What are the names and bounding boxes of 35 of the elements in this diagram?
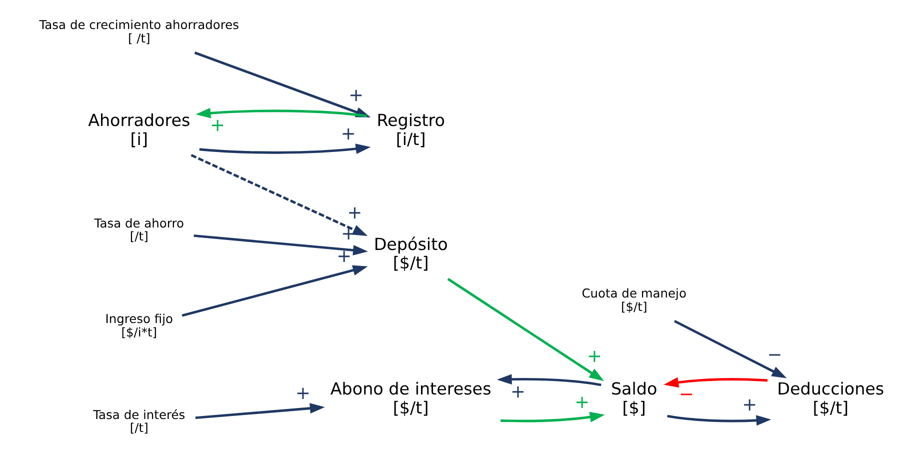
arrow: [194, 234, 368, 256]
node-text: Saldo [$]: [610, 378, 658, 418]
arrow: [674, 320, 787, 378]
edge-label: +: [574, 392, 590, 414]
edge-label: +: [210, 115, 226, 136]
arrow: [496, 374, 602, 386]
edge-label: +: [587, 346, 602, 368]
edge-label: +: [336, 246, 352, 268]
edge-label: −: [767, 344, 782, 366]
node-text: Tasa de crecimiento ahorradores [ /t]: [39, 18, 240, 46]
node-text: Cuota de manejo [$/t]: [582, 286, 686, 314]
node-text: Ahorradores [i]: [88, 110, 190, 150]
edge-label: +: [510, 382, 526, 403]
edge-label: −: [678, 384, 694, 405]
arrow: [447, 278, 604, 382]
node-text: Tasa de interés [/t]: [93, 408, 186, 436]
node-text: Tasa de ahorro [/t]: [94, 216, 184, 244]
arrow: [195, 403, 325, 420]
arrow: [182, 265, 368, 317]
node-text: Deducciones [$/t]: [777, 378, 884, 418]
edge-label: +: [340, 124, 356, 145]
arrow: [500, 412, 605, 422]
node-text: Ingreso fijo [$/i*t]: [105, 312, 174, 340]
edge-label: +: [296, 382, 310, 404]
arrow: [190, 154, 368, 236]
arrow: [667, 414, 772, 426]
edge-label: +: [742, 394, 758, 416]
arrow: [664, 377, 768, 388]
edge-label: +: [347, 202, 362, 224]
node-text: Abono de intereses [$/t]: [330, 378, 492, 418]
arrow: [199, 144, 371, 154]
edge-label: +: [348, 85, 364, 106]
node-text: Depósito [$/t]: [374, 234, 448, 273]
node-text: Registro [i/t]: [376, 110, 445, 150]
arrow: [196, 108, 368, 118]
